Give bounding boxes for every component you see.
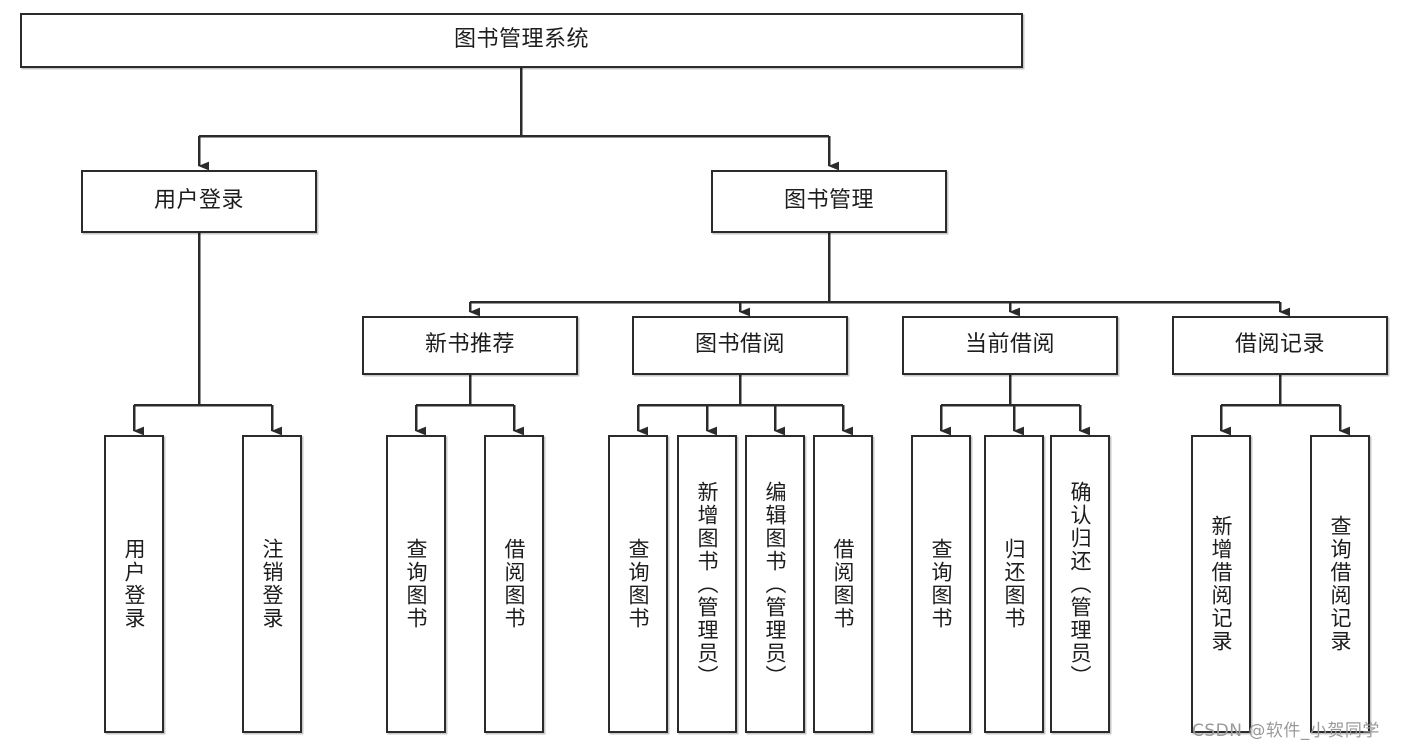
node-label: 借阅图书 <box>502 538 527 630</box>
node-label: 查询图书 <box>626 538 651 630</box>
node-leaf-query-borrow-record[interactable]: 查询借阅记录 <box>1310 435 1370 733</box>
node-leaf-confirm-return-admin[interactable]: 确认归还（管理员） <box>1050 435 1110 733</box>
node-label: 新增借阅记录 <box>1209 515 1234 653</box>
node-label: 新增图书（管理员） <box>695 480 720 688</box>
node-label: 编辑图书（管理员） <box>763 480 788 688</box>
node-leaf-borrow-book[interactable]: 借阅图书 <box>813 435 873 733</box>
node-label: 查询图书 <box>929 538 954 630</box>
node-label: 用户登录 <box>153 188 244 214</box>
node-leaf-query-book-borrow[interactable]: 查询图书 <box>608 435 668 733</box>
node-leaf-add-borrow-record[interactable]: 新增借阅记录 <box>1191 435 1251 733</box>
node-label: 当前借阅 <box>964 332 1055 358</box>
node-label: 确认归还（管理员） <box>1068 480 1093 688</box>
node-label: 注销登录 <box>260 538 285 630</box>
node-label: 新书推荐 <box>424 332 515 358</box>
node-new-book-recommend[interactable]: 新书推荐 <box>362 316 578 375</box>
node-user-login[interactable]: 用户登录 <box>81 170 317 233</box>
node-leaf-query-book-recommend[interactable]: 查询图书 <box>386 435 446 733</box>
node-leaf-user-login[interactable]: 用户登录 <box>104 435 164 733</box>
node-label: 图书管理 <box>783 188 874 214</box>
node-leaf-borrow-book-recommend[interactable]: 借阅图书 <box>484 435 544 733</box>
csdn-watermark: CSDN @软件_小贺同学 <box>1192 721 1380 741</box>
node-leaf-user-logout[interactable]: 注销登录 <box>242 435 302 733</box>
node-current-borrow[interactable]: 当前借阅 <box>902 316 1118 375</box>
node-label: 用户登录 <box>122 538 147 630</box>
node-leaf-return-book[interactable]: 归还图书 <box>984 435 1044 733</box>
node-label: 查询图书 <box>404 538 429 630</box>
node-book-manage[interactable]: 图书管理 <box>711 170 947 233</box>
node-leaf-add-book-admin[interactable]: 新增图书（管理员） <box>677 435 737 733</box>
node-label: 图书借阅 <box>694 332 785 358</box>
node-label: 查询借阅记录 <box>1328 515 1353 653</box>
node-leaf-query-book-current[interactable]: 查询图书 <box>911 435 971 733</box>
node-label: 图书管理系统 <box>453 27 589 53</box>
node-label: 借阅图书 <box>831 538 856 630</box>
node-borrow-record[interactable]: 借阅记录 <box>1172 316 1388 375</box>
node-leaf-edit-book-admin[interactable]: 编辑图书（管理员） <box>745 435 805 733</box>
node-label: 归还图书 <box>1002 538 1027 630</box>
node-book-borrow[interactable]: 图书借阅 <box>632 316 848 375</box>
node-label: 借阅记录 <box>1234 332 1325 358</box>
node-root-system[interactable]: 图书管理系统 <box>20 13 1023 68</box>
